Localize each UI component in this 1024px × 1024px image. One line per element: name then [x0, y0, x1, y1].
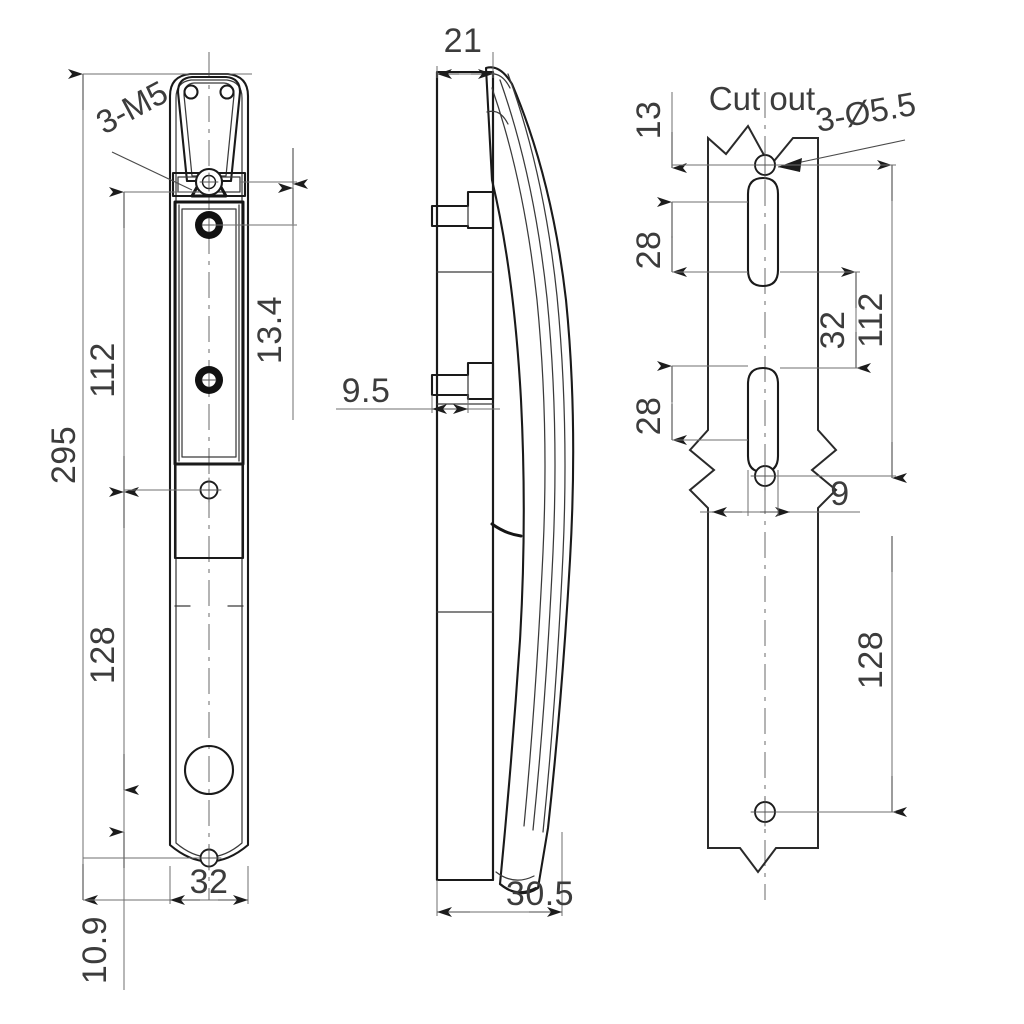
- bottom-datum-hole: [196, 845, 222, 871]
- dim-label-30-5: 30.5: [506, 875, 574, 913]
- cutout-heading: Cut out: [709, 80, 815, 117]
- cutout-hole-middle: [750, 461, 780, 491]
- cutout-profile: [688, 124, 838, 874]
- cutout-view: Cut out 3-Ø5.5 13 28 28 32: [630, 80, 919, 900]
- handle-top-fillet-2: [486, 110, 509, 125]
- pivot-block: [171, 171, 247, 198]
- insert-plate-inner: [181, 208, 237, 458]
- dim-label-128: 128: [84, 626, 122, 684]
- dim-label-128-cutout: 128: [852, 631, 890, 689]
- lower-pocket: [173, 462, 245, 560]
- handle-profile-inner-1: [491, 87, 546, 827]
- dim-label-10-9: 10.9: [76, 916, 114, 984]
- handle-profile-inner-3: [507, 73, 566, 833]
- dim-label-28-upper: 28: [630, 231, 668, 270]
- handle-mid-joint: [490, 522, 523, 538]
- cutout-slot-lower: [746, 366, 780, 474]
- dim-label-32-front: 32: [190, 863, 229, 901]
- dim-label-9-5: 9.5: [342, 372, 391, 410]
- dim-label-295: 295: [45, 426, 83, 484]
- handle-bottom-tip: [498, 882, 538, 894]
- dim-label-112: 112: [84, 342, 122, 398]
- side-stud-lower: [430, 361, 495, 401]
- note-3m5-leader: [111, 151, 193, 191]
- dim-label-9: 9: [830, 475, 849, 513]
- lever-rivet-right: [219, 84, 235, 100]
- handle-profile-inner-2: [499, 79, 556, 831]
- mid-datum-hole: [196, 477, 222, 503]
- cutout-hole-bottom: [750, 797, 780, 827]
- handle-profile-outline: [484, 66, 575, 895]
- side-stud-upper: [430, 190, 495, 230]
- lever-rivet-left: [183, 84, 199, 100]
- dim-label-28-lower: 28: [630, 397, 668, 436]
- dim-label-21: 21: [444, 22, 483, 60]
- dim-label-32-cutout: 32: [814, 311, 852, 350]
- side-view: 21 9.5 30.5: [336, 22, 575, 917]
- dim-label-112-cutout: 112: [852, 292, 890, 348]
- handle-bottom-tip-inner: [495, 871, 535, 881]
- fixing-screw-lower: [195, 366, 223, 394]
- cutout-hole-top: [750, 150, 780, 180]
- handle-lever-outline: [176, 75, 242, 183]
- dim-label-13-4: 13.4: [251, 296, 289, 364]
- fixing-screw-upper: [195, 211, 223, 239]
- cutout-slot-upper: [746, 176, 780, 288]
- lock-barrel-circle: [183, 744, 235, 796]
- dim-label-13: 13: [630, 101, 668, 140]
